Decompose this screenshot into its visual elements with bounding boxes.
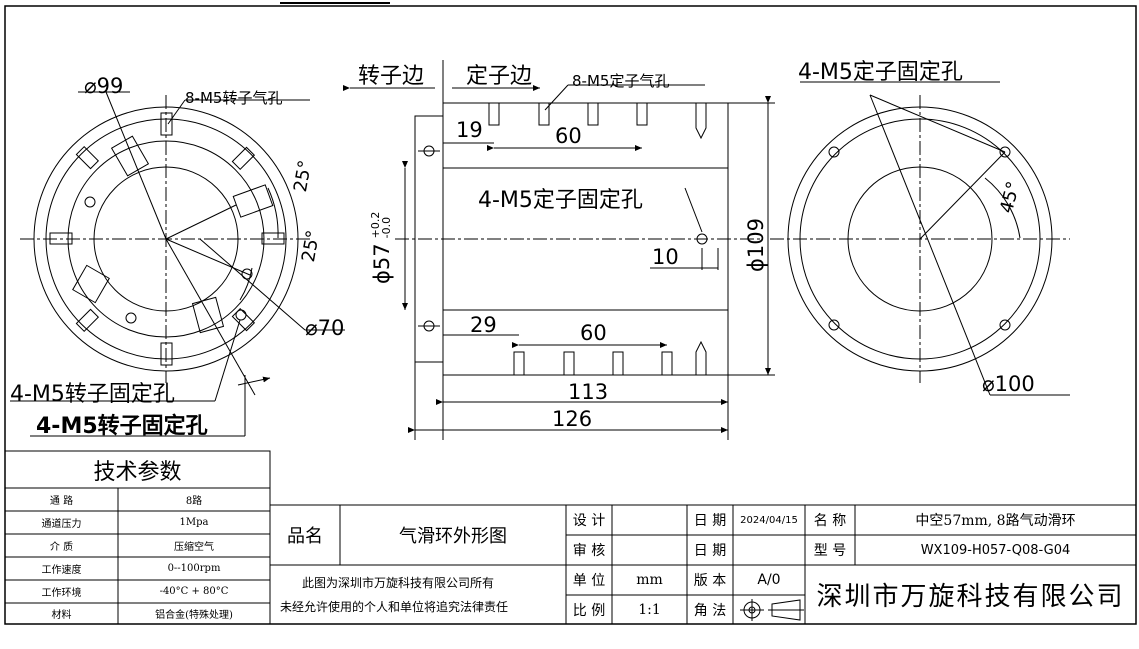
right-view [770, 81, 1070, 396]
dia-99-label: ⌀99 [84, 74, 124, 98]
stator-fix-holes-label: 4-M5定子固定孔 [478, 188, 643, 213]
product-name-label: 品名 [287, 526, 323, 547]
spec-label-medium: 介 质 [49, 542, 74, 553]
company-name: 深圳市万旋科技有限公司 [816, 582, 1125, 612]
spec-value-pressure: 1Mpa [179, 517, 209, 528]
projection-label: 角 法 [693, 602, 727, 619]
unit-value: mm [636, 572, 663, 588]
model-label: 型 号 [813, 543, 847, 559]
bore-dia-label: ϕ57 [370, 243, 394, 284]
dim-60-bottom-label: 60 [580, 321, 607, 345]
copyright-line-1: 此图为深圳市万旋科技有限公司所有 [302, 576, 495, 590]
dim-29-label: 29 [470, 313, 497, 337]
unit-label: 单 位 [572, 573, 606, 589]
scale-label: 比 例 [572, 602, 606, 619]
drawing-name-value: 气滑环外形图 [399, 526, 507, 547]
dim-10-label: 10 [652, 245, 679, 269]
dim-126-label: 126 [552, 407, 593, 431]
check-label: 审 核 [572, 543, 606, 559]
spec-label-speed: 工作速度 [41, 565, 82, 576]
check-value [612, 535, 687, 565]
dia-70-label: ⌀70 [305, 316, 345, 340]
right-stator-fix-label: 4-M5定子固定孔 [798, 60, 963, 85]
rotor-fix-holes-label-b: 4-M5转子固定孔 [36, 414, 208, 439]
spec-label-material: 材料 [51, 610, 72, 621]
date2-value [733, 535, 805, 565]
copyright-line-2: 未经允许使用的个人和单位将追究法律责任 [280, 600, 509, 614]
design-label: 设 计 [572, 513, 606, 529]
date-label: 日 期 [693, 513, 727, 529]
rotor-fix-holes-label-a: 4-M5转子固定孔 [10, 382, 175, 407]
spec-value-speed: 0--100rpm [167, 563, 221, 574]
spec-label-channels: 通 路 [49, 496, 74, 507]
bore-tolerance: +0.2 -0.0 [369, 212, 393, 239]
side-view [343, 60, 775, 440]
spec-table-title: 技术参数 [93, 459, 182, 485]
spec-value-environment: -40°C + 80°C [159, 586, 229, 597]
date2-label: 日 期 [693, 543, 727, 559]
title-block [269, 504, 1137, 625]
spec-table [4, 450, 271, 625]
rotor-air-holes-label: 8-M5转子气孔 [185, 89, 283, 107]
dim-113-label: 113 [568, 380, 609, 404]
tolerance-lower: -0.0 [380, 216, 393, 239]
dia-100-label: ⌀100 [982, 372, 1035, 396]
scale-value: 1:1 [638, 601, 661, 618]
spec-value-medium: 压缩空气 [174, 542, 214, 553]
spec-value-channels: 8路 [185, 496, 203, 507]
dim-60-top-label: 60 [555, 124, 582, 148]
date-value: 2024/04/15 [740, 514, 798, 526]
spec-value-material: 铝合金(特殊处理) [155, 610, 233, 621]
product-value: 中空57mm, 8路气动滑环 [915, 513, 1076, 529]
version-value: A/0 [757, 572, 781, 588]
design-value [612, 505, 687, 535]
stator-side-label: 定子边 [466, 64, 533, 89]
stator-air-holes-label: 8-M5定子气孔 [572, 72, 670, 90]
version-label: 版 本 [693, 573, 727, 589]
spec-label-pressure: 通道压力 [41, 519, 82, 530]
spec-label-environment: 工作环境 [41, 588, 82, 599]
left-view [10, 91, 345, 437]
rotor-side-label: 转子边 [358, 64, 425, 89]
product-label: 名 称 [813, 513, 847, 529]
bore-dim-group: ϕ57 +0.2 -0.0 [369, 212, 394, 284]
model-value: WX109-H057-Q08-G04 [920, 542, 1071, 558]
dim-19-label: 19 [456, 118, 483, 142]
dia-109-label: ϕ109 [744, 218, 768, 272]
